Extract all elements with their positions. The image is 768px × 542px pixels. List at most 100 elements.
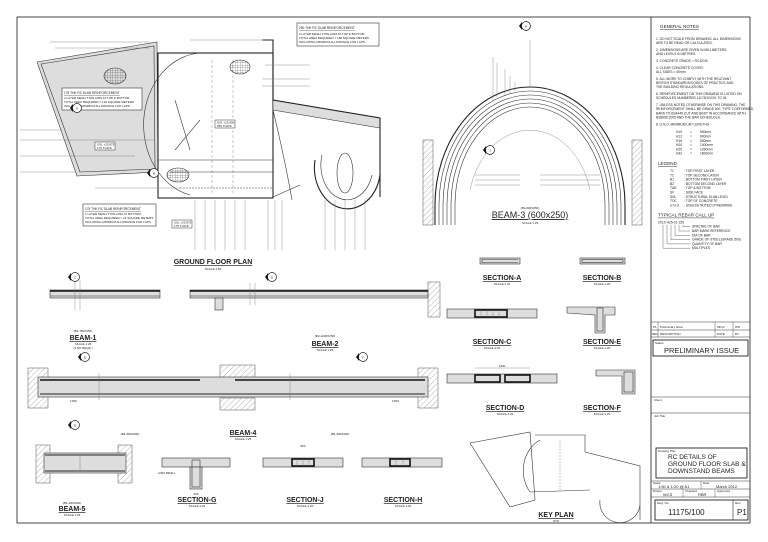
general-notes-title: GENERAL NOTES [660,24,699,29]
section-j-scale: SCALE 1:20 [297,504,314,508]
section-marker-circle [72,103,82,113]
beam-5-scale: SCALE 1:25 [64,513,81,517]
legend-abbr: B2 [670,182,674,186]
lap-bar-size: H25 [676,147,682,151]
scale-value: 1:50 & 1:20 @ A1 [658,484,690,489]
slab-note-line: INCLUDING MINIMUM ALLOWANCE FOR LAPS [85,220,151,224]
section-arrow-icon [68,273,71,281]
legend-meaning: : TOP FIRST LAYER [684,169,715,173]
section-marker-circle [485,145,495,155]
slab-thickness: 250 THICK [217,124,232,128]
sheet-border [16,16,751,524]
legend-abbr: T1 [670,169,674,173]
section-marker-f: F [356,352,368,362]
revision-row: P1 Preliminary Issue 03/12 WS [653,325,740,329]
revision-description: Preliminary Issue [660,325,683,329]
section-g-scale: SCALE 1:20 [189,504,206,508]
drawing-title-line: GROUND FLOOR SLAB & [668,461,746,468]
legend-meaning: : TOP OF CONCRETE [684,199,718,203]
slab-note-title: 175 THK RC SLAB REINFORCEMENT [85,207,141,211]
beam-4-title: BEAM-4 [230,430,257,437]
general-note-line: 7. UNLESS NOTED OTHERWISE ON THIS DRAWIN… [656,103,746,107]
section-marker-letter: C [74,275,77,279]
general-note-line: BRITISH STANDARDS/CODES OF PRACTICE AND [656,81,734,85]
callup-leader [666,224,690,245]
date-label: Date [703,481,710,485]
lap-bar-size: H32 [676,152,682,156]
level-value: SSL +25.875 [97,143,115,147]
general-note-line: 3. CONCRETE GRADE = RC32/40 [656,59,708,63]
legend-meaning: : TOP & BOTTOM [684,186,711,190]
callup-leader [670,224,690,240]
drawing-title-label: Drawing Title [658,449,676,453]
approved-label: Approved [717,489,730,493]
callup-title: TYPICAL REBAR CALL UP [658,213,714,218]
drawing-title-line: DOWNSTAND BEAMS [668,468,735,475]
legend-abbr: B1 [670,178,674,182]
section-j-drawing: 800 SECTION-J SCALE 1:20 [262,444,344,508]
section-g-drawing: 300 SECTION-G SCALE 1:20 A393 MESH [158,457,231,508]
section-f-drawing: SECTION-F SCALE 1:20 [583,369,636,416]
dimension: 300 [193,492,198,496]
dwg-no-value: 11175/100 [668,508,705,517]
lap-equals: = [690,143,692,147]
section-marker-g: G [68,420,80,430]
slab-note-175-top: 175 THK RC SLAB REINFORCEMENT 2 LAYER ME… [61,87,143,111]
section-marker-circle [149,168,159,178]
section-h-scale: SCALE 1:20 [395,504,412,508]
section-b-title: SECTION-B [583,275,622,282]
section-e-title: SECTION-E [583,339,621,346]
general-note-line: THE BUILDING REGULATIONS. [656,85,704,89]
section-h-drawing: SECTION-H SCALE 1:20 [361,457,443,508]
legend-meaning: : UNLESS NOTED OTHERWISE [684,203,733,207]
callup-leader [674,224,690,236]
beam-5-drawing: (B5-300X600) BEAM-5 SCALE 1:25 [35,444,133,517]
slab-note-175-bottom: 175 THK RC SLAB REINFORCEMENT 1 LAYER ME… [82,203,157,227]
level-tag: SSL +25.875 175 THICK [94,141,116,151]
section-d-scale: SCALE 1:20 [497,412,514,416]
beam-3-title: BEAM-3 (600x250) [492,210,569,220]
key-plan: KEY PLAN NTS [469,431,641,523]
section-marker-a: A [70,103,82,113]
revision-rev: P1 [653,325,657,329]
lap-length: 1600mm [700,152,713,156]
general-note-line: BS8666:2005 AND THE BAR SCHEDULES. [656,116,721,120]
lap-length: 600mm [700,135,711,139]
callup-item: MULTIPLES [692,246,711,250]
slab-note-line: TOTAL AREA REQUIRED = 120 SQUARE METERS [64,100,134,104]
dimension: 1200 [499,364,506,368]
section-arrow-icon [78,353,81,361]
slab-note-title: 250 THK RC SLAB REINFORCEMENT [299,26,355,30]
rev-header: REV [652,332,658,336]
drawn-value: WCS [663,492,673,497]
beam-5-ref: (B5-300X600) [63,501,82,505]
general-note-line: 1. DO NOT SCALE FROM DRAWING. ALL DIMENS… [656,37,741,41]
by-header: BY [735,332,739,336]
section-e-drawing: SECTION-E SCALE 1:20 [566,306,621,350]
callup-leader [682,224,690,227]
rev-value: P1 [737,508,747,517]
section-a-drawing: SECTION-A SCALE 1:20 [479,257,521,286]
slab-note-line: 1 LAYER MESH TYPE A393 AT BOTTOM [85,212,141,216]
beam-2-ref: (B2-1200X250) [315,334,335,338]
section-j-title: SECTION-J [286,497,323,504]
level-tag: SSL +25.875 175 THICK [171,219,193,229]
general-note-line: BARS TO BS4449 CUT AND BENT IN ACCORDANC… [656,111,746,115]
legend-meaning: : BOTTOM SECOND LAYER [684,182,727,186]
checked-value: RBR [698,492,707,497]
beam-1-ref: (B1-750X250) [74,329,93,333]
ground-floor-plan-title: GROUND FLOOR PLAN [174,259,253,266]
key-plan-title: KEY PLAN [538,512,573,519]
lap-length: 1000mm [700,143,713,147]
beam-5-title: BEAM-5 [59,506,86,513]
section-marker-circle [267,272,277,282]
section-arrow-icon [147,169,150,177]
section-marker-letter: F [362,355,364,359]
revision-header: REV DESCRIPTION DATE BY [652,332,739,336]
title-block: P1 Preliminary Issue 03/12 WS REV DESCRI… [651,321,750,521]
section-marker-letter: A [76,106,78,110]
callup-leader [678,224,690,232]
slab-note-250: 250 THK RC SLAB REINFORCEMENT 2 LAYER ME… [296,22,380,47]
section-arrow-icon [68,421,71,429]
